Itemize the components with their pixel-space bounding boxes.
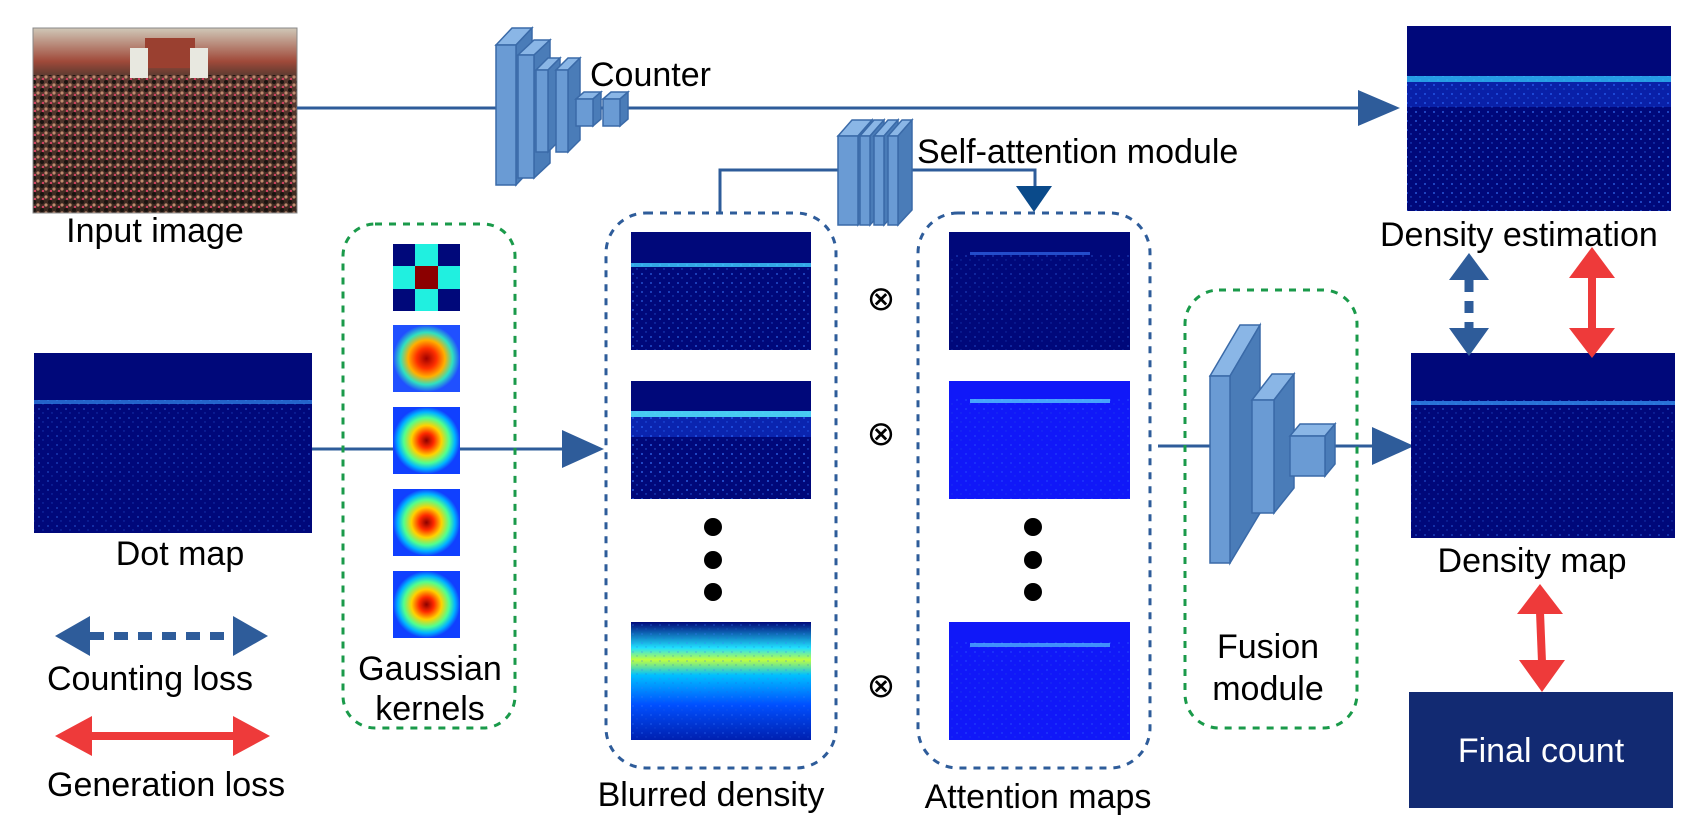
attention-maps-label: Attention maps [925,778,1152,816]
attention-map-2 [949,381,1130,499]
fusion-label-line1: Fusion [1217,628,1319,666]
fusion-flow-arrowhead [1372,427,1414,465]
ellipsis-dot [704,518,722,536]
generation-loss-link-final [1517,584,1565,692]
blurred-density-map-1 [631,232,811,350]
density-estimation-map [1407,26,1671,211]
final-count-label: Final count [1458,732,1625,770]
final-count-box [1409,692,1673,808]
counting-loss-legend-arrow [55,616,268,656]
gaussian-kernel-small [393,244,460,311]
fusion-network-icon [1208,322,1337,566]
generation-loss-link [1569,247,1615,358]
dotmap-flow-arrowhead [562,430,604,468]
attention-map-1 [949,232,1130,350]
gaussian-kernels-group [341,222,517,730]
counter-network-icon [494,26,630,187]
attention-network-icon [836,118,914,227]
ellipsis-dot [1024,518,1042,536]
ellipsis-dot [704,551,722,569]
blurred-density-map-2 [631,381,811,499]
density-estimation-label: Density estimation [1380,216,1658,254]
density-map [1411,353,1675,538]
fusion-module-group [1183,288,1359,730]
fusion-label-line2: module [1212,670,1324,708]
generation-loss-label: Generation loss [47,766,285,804]
dot-map-label: Dot map [116,535,245,573]
density-map-label: Density map [1438,542,1627,580]
gaussian-label-line1: Gaussian [358,650,502,688]
multiply-icon: ⊗ [867,415,896,453]
gaussian-kernel-5 [393,571,460,638]
gaussian-kernel-2 [393,325,460,392]
ellipsis-dot [1024,551,1042,569]
top-flow-arrowhead [1358,90,1400,126]
gaussian-label-line2: kernels [375,690,485,728]
dot-map [34,353,312,533]
ellipsis-dot [1024,583,1042,601]
input-image [32,27,298,214]
counting-loss-label: Counting loss [47,660,253,698]
self-attention-label: Self-attention module [917,133,1238,171]
attention-maps-group [916,211,1152,770]
multiply-icon: ⊗ [867,280,896,318]
generation-loss-legend-arrow [55,716,270,756]
attention-map-3 [949,622,1130,740]
counter-label: Counter [590,56,711,94]
ellipsis-dot [704,583,722,601]
blurred-density-map-3 [631,622,811,740]
gaussian-kernel-4 [393,489,460,556]
counting-loss-link [1449,253,1489,356]
gaussian-kernel-3 [393,407,460,474]
input-image-label: Input image [66,212,244,250]
blurred-density-label: Blurred density [598,776,825,814]
self-attention-arrowhead [1016,186,1052,212]
multiply-icon: ⊗ [867,667,896,705]
